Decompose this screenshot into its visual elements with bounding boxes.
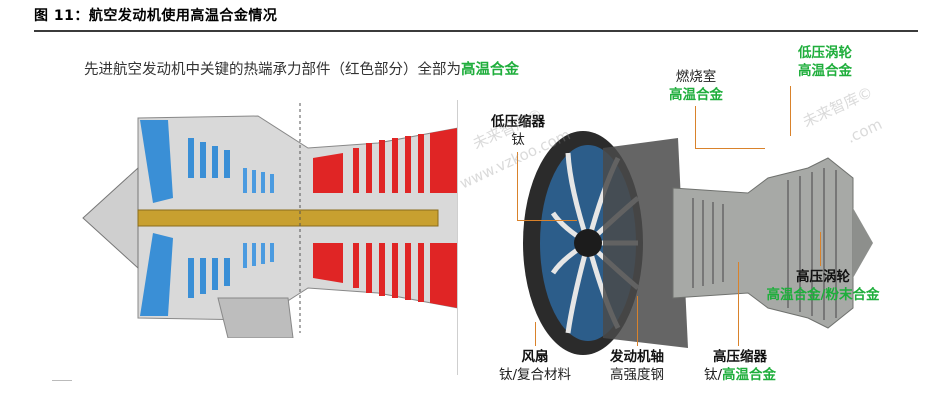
engine-shaft — [138, 210, 438, 226]
leader-shaft — [637, 296, 638, 346]
gearbox — [218, 298, 293, 338]
figure-title: 图 11：航空发动机使用高温合金情况 — [34, 5, 277, 25]
leader-lpt — [790, 86, 791, 136]
leader-hpt — [820, 232, 821, 266]
hpt-material: 高温合金/粉末合金 — [748, 286, 898, 304]
combustor-material: 高温合金 — [656, 86, 736, 104]
leader-hpc — [738, 262, 739, 346]
subtitle-highlight: 高温合金 — [461, 62, 519, 78]
leader-fan — [535, 322, 536, 346]
label-combustor: 燃烧室 高温合金 — [656, 68, 736, 104]
combustor-title: 燃烧室 — [676, 69, 717, 85]
figure-subtitle: 先进航空发动机中关键的热端承力部件（红色部分）全部为高温合金 — [84, 58, 519, 79]
lpt-title: 低压涡轮 — [785, 44, 865, 62]
hpc-material: 钛/高温合金 — [704, 367, 776, 383]
baseline-mark — [52, 380, 72, 381]
hpt-title: 高压涡轮 — [748, 268, 898, 286]
label-fan: 风扇 钛/复合材料 — [490, 348, 580, 384]
title-rule — [34, 30, 918, 32]
shaft-material: 高强度钢 — [610, 367, 664, 383]
label-hpt: 高压涡轮 高温合金/粉末合金 — [748, 268, 898, 304]
engine-cross-section — [78, 98, 458, 338]
leader-combustor — [695, 106, 696, 148]
fan-title: 风扇 — [490, 348, 580, 366]
label-lpt: 低压涡轮 高温合金 — [785, 44, 865, 80]
nose-cone — [83, 168, 138, 268]
fan-material: 钛/复合材料 — [499, 367, 571, 383]
shaft-title: 发动机轴 — [594, 348, 680, 366]
subtitle-text: 先进航空发动机中关键的热端承力部件（红色部分）全部为 — [84, 62, 461, 78]
hpc-material-highlight: 高温合金 — [722, 367, 776, 383]
lpt-material: 高温合金 — [785, 62, 865, 80]
leader-combustor-h — [695, 148, 765, 149]
spinner — [574, 229, 602, 257]
label-shaft: 发动机轴 高强度钢 — [594, 348, 680, 384]
leader-lpc-h — [517, 220, 577, 221]
label-hpc: 高压缩器 钛/高温合金 — [692, 348, 788, 384]
hpc-title: 高压缩器 — [692, 348, 788, 366]
hpc-material-prefix: 钛/ — [704, 367, 722, 383]
engine-cutaway — [508, 118, 878, 368]
panel-divider — [457, 100, 458, 375]
